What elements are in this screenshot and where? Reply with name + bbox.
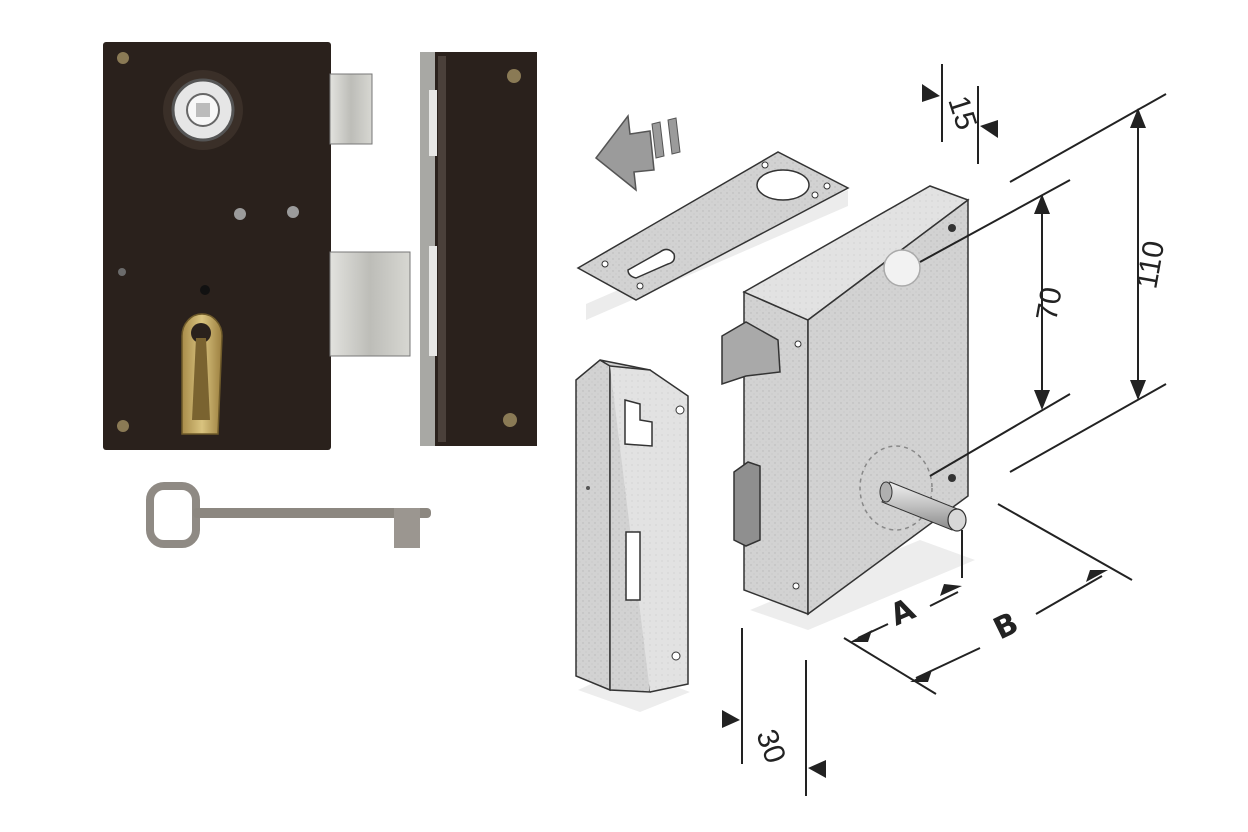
spindle-pin bbox=[879, 481, 967, 532]
screw-icon bbox=[507, 69, 521, 83]
cover-plate-drawing bbox=[576, 151, 850, 320]
dimension-b-label: B bbox=[988, 606, 1024, 647]
dimension-a-label: A bbox=[885, 592, 921, 634]
follower-hole bbox=[163, 70, 243, 150]
dead-bolt bbox=[733, 461, 761, 547]
key-photo bbox=[146, 482, 431, 548]
strike-plate-drawing bbox=[575, 359, 690, 712]
lock-body-photo bbox=[103, 42, 411, 450]
screw-icon bbox=[118, 268, 126, 276]
lock-body-drawing bbox=[721, 185, 975, 630]
keyhole-escutcheon bbox=[181, 313, 223, 435]
dimension-70-label: 70 bbox=[1030, 285, 1068, 324]
dimension-lines bbox=[722, 64, 1167, 796]
dead-bolt bbox=[329, 251, 411, 357]
dimension-15-label: 15 bbox=[941, 92, 983, 134]
screw-icon bbox=[117, 52, 129, 64]
screw-icon bbox=[117, 420, 129, 432]
forend-plate-photo bbox=[420, 52, 537, 446]
screw-icon bbox=[234, 208, 246, 220]
screw-icon bbox=[200, 285, 210, 295]
latch-bolt bbox=[329, 73, 373, 145]
arrow-left-icon bbox=[594, 114, 681, 192]
dimension-30-label: 30 bbox=[749, 725, 791, 768]
dimension-110-label: 110 bbox=[1130, 238, 1171, 291]
latch-bolt bbox=[721, 321, 781, 386]
screw-icon bbox=[503, 413, 517, 427]
screw-icon bbox=[287, 206, 299, 218]
